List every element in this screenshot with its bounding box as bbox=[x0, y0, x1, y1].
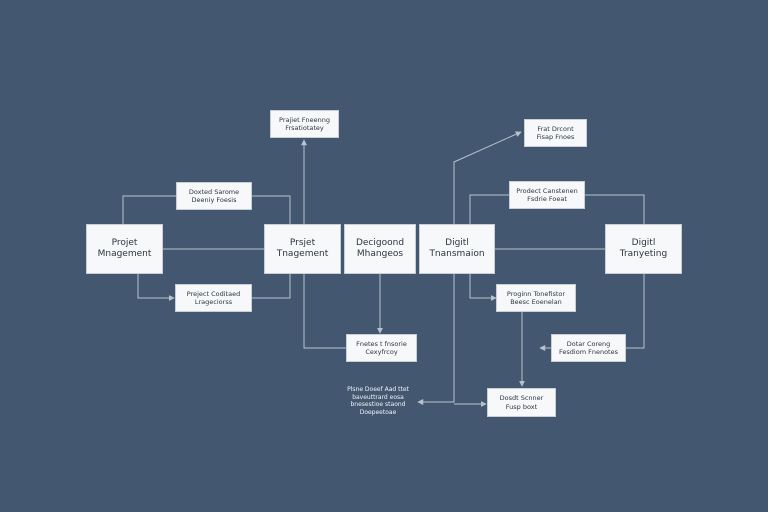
connector-main4-sub5 bbox=[469, 274, 497, 301]
sub-node-2[interactable]: Preject Coditaed Lrageciorss bbox=[175, 284, 252, 312]
node-line1: Preject Coditaed bbox=[186, 289, 241, 298]
note-line: Plsne Doeef Aad ttet bbox=[347, 386, 409, 393]
node-subtitle: Tnagement bbox=[276, 249, 329, 259]
node-line1: Fnetes t fnsorie bbox=[356, 339, 407, 348]
node-line2: Fusp boxt bbox=[505, 402, 538, 411]
sub-node-6[interactable]: Dotar Coreng Fesdiom Fnenotes bbox=[551, 334, 626, 362]
node-line2: Fesdiom Fnenotes bbox=[559, 348, 618, 356]
connector-main4-top2 bbox=[453, 131, 522, 224]
node-line1: Dosdt Scnner bbox=[499, 394, 544, 403]
sub-node-4[interactable]: Prodect Canstenen Fsdrie Foeat bbox=[509, 181, 585, 209]
connector-main4-note bbox=[417, 274, 455, 405]
node-line1: Dotar Coreng bbox=[566, 339, 611, 348]
digital-transmission-node[interactable]: Digitl Tnansmaion bbox=[419, 224, 495, 274]
top-node-left[interactable]: Prajiet Fneenng Frsatiotatey bbox=[270, 110, 339, 138]
sub-node-7[interactable]: Dosdt Scnner Fusp boxt bbox=[487, 388, 556, 417]
node-line1: Doxted Sarome bbox=[188, 187, 240, 196]
connector-main4-sub4 bbox=[469, 194, 509, 224]
node-title: Digitl bbox=[445, 237, 469, 248]
node-subtitle: Mhangeos bbox=[356, 249, 404, 259]
node-subtitle: Tranyeting bbox=[619, 249, 668, 259]
project-management-node[interactable]: Projet Mnagement bbox=[86, 224, 163, 274]
node-line2: Beesc Eoenelan bbox=[510, 298, 562, 306]
connector-main1-sub1 bbox=[122, 195, 176, 224]
node-line1: Prajiet Fneenng bbox=[279, 115, 330, 124]
sub-node-1[interactable]: Doxted Sarome Deeniy Foesis bbox=[176, 182, 252, 210]
decigoond-node[interactable]: Decigoond Mhangeos bbox=[344, 224, 416, 274]
node-subtitle: Mnagement bbox=[97, 249, 152, 259]
node-line2: Fisap Fnoes bbox=[536, 133, 575, 141]
note-line: baveuttrard eosa bbox=[352, 393, 404, 401]
connector-main1-sub2 bbox=[137, 274, 175, 301]
node-line2: Cexyfrcoy bbox=[365, 348, 398, 356]
node-line2: Fsdrie Foeat bbox=[527, 195, 567, 203]
connector-sub2-main2 bbox=[252, 274, 291, 299]
node-line2: Lrageciorss bbox=[194, 298, 233, 306]
sub-node-3[interactable]: Fnetes t fnsorie Cexyfrcoy bbox=[346, 334, 417, 362]
connector-main2-sub3 bbox=[303, 274, 346, 349]
sub-node-5[interactable]: Proginn Tonefistor Beesc Eoenelan bbox=[496, 284, 576, 312]
annotation-note: Plsne Doeef Aad ttet baveuttrard eosa bn… bbox=[340, 386, 416, 416]
connector-main5-sub6 bbox=[626, 274, 645, 349]
node-title: Digitl bbox=[631, 237, 656, 248]
node-title: Projet bbox=[111, 237, 138, 248]
node-line2: Frsatiotatey bbox=[285, 124, 324, 132]
node-title: Prsjet bbox=[289, 237, 316, 248]
note-line: Doepeetoae bbox=[359, 408, 397, 416]
node-line1: Proginn Tonefistor bbox=[506, 289, 566, 298]
top-node-right[interactable]: Frat Drcont Fisap Fnoes bbox=[524, 119, 587, 147]
node-line2: Deeniy Foesis bbox=[191, 196, 237, 204]
node-title: Decigoond bbox=[355, 237, 405, 248]
note-line: bnesestioe staond bbox=[350, 401, 406, 408]
project-transmanagement-node[interactable]: Prsjet Tnagement bbox=[264, 224, 341, 274]
connector-sub4-main5 bbox=[585, 194, 645, 224]
node-subtitle: Tnansmaion bbox=[429, 249, 485, 259]
digital-tranyeting-node[interactable]: Digitl Tranyeting bbox=[605, 224, 682, 274]
connector-sub1-main2 bbox=[252, 195, 291, 224]
node-line1: Prodect Canstenen bbox=[516, 186, 578, 195]
node-line1: Frat Drcont bbox=[537, 124, 574, 133]
